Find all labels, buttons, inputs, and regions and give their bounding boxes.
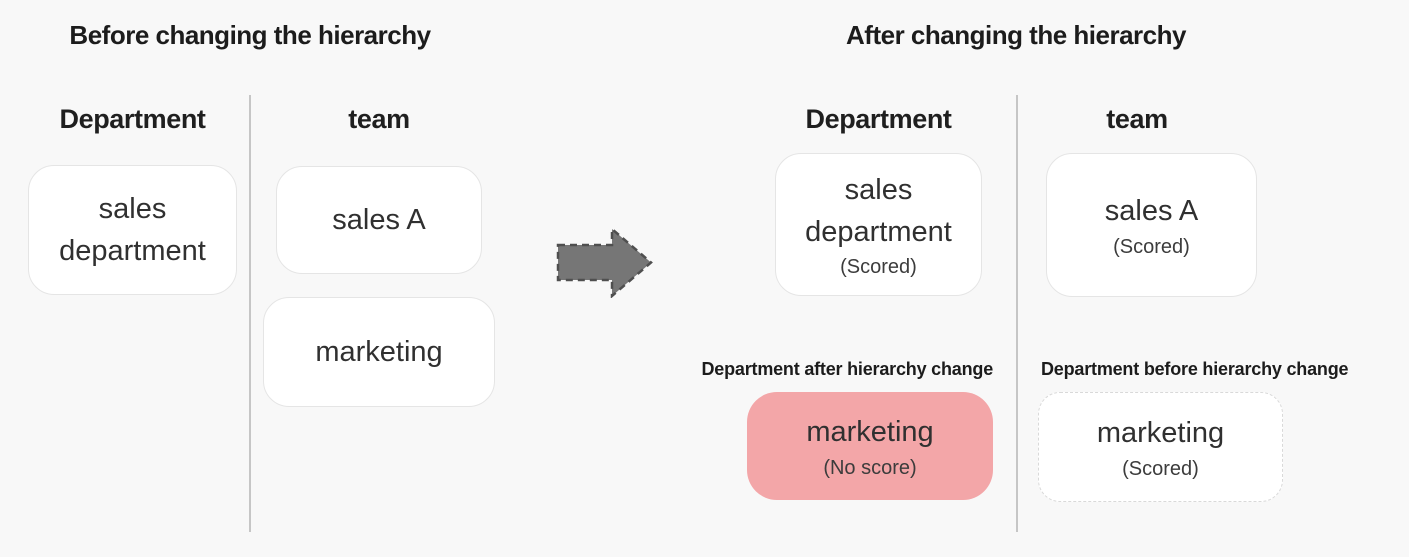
- box-label: sales A: [1104, 195, 1199, 228]
- box-label: marketing: [315, 335, 443, 368]
- box-status: (No score): [823, 456, 917, 479]
- box-status: (Scored): [1122, 457, 1199, 480]
- before-marketing-box: marketing: [263, 297, 495, 407]
- before-hierarchy-change-label: Department before hierarchy change: [1041, 359, 1349, 379]
- after-sales-department-box: sales department (Scored): [775, 153, 982, 296]
- before-department-header: Department: [59, 104, 206, 134]
- after-marketing-scored-box: marketing (Scored): [1038, 392, 1283, 502]
- after-title: After changing the hierarchy: [846, 20, 1186, 50]
- before-sales-a-box: sales A: [276, 166, 482, 274]
- after-hierarchy-change-label: Department after hierarchy change: [701, 359, 994, 379]
- box-label: marketing: [806, 416, 934, 449]
- before-sales-department-box: sales department: [28, 165, 237, 295]
- right-arrow-icon: [556, 226, 653, 299]
- before-team-header: team: [348, 104, 410, 134]
- box-label: sales A: [332, 203, 426, 236]
- box-label: marketing: [1096, 417, 1225, 450]
- after-team-header: team: [1106, 104, 1168, 134]
- before-column-divider: [249, 95, 251, 532]
- box-status: (Scored): [1113, 235, 1190, 258]
- after-department-header: Department: [805, 104, 952, 134]
- after-column-divider: [1016, 95, 1018, 532]
- box-label: sales department: [805, 173, 952, 248]
- box-status: (Scored): [840, 256, 917, 279]
- box-label: sales department: [59, 192, 206, 267]
- after-marketing-no-score-box: marketing (No score): [747, 392, 993, 500]
- before-title: Before changing the hierarchy: [69, 20, 431, 50]
- after-sales-a-box: sales A (Scored): [1046, 153, 1257, 297]
